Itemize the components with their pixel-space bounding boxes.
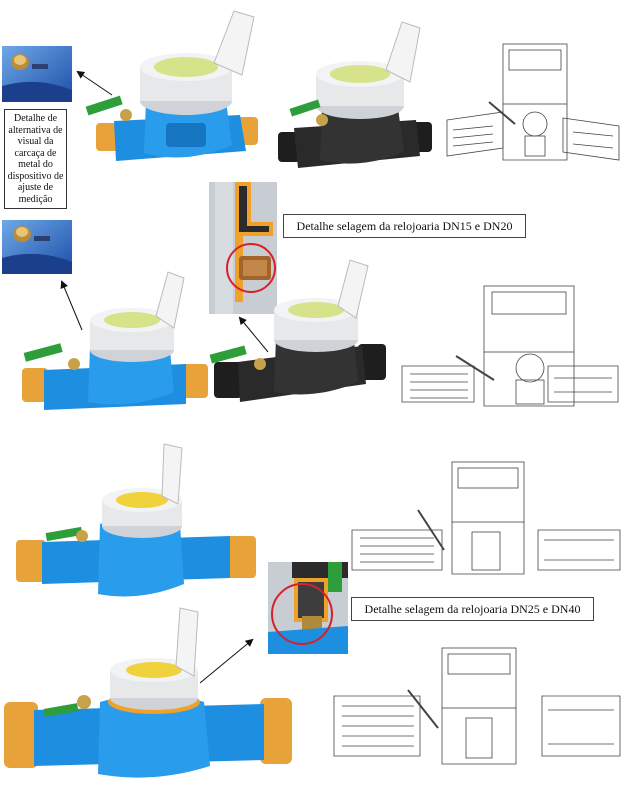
metal-casing-thumbnail-2 (2, 220, 72, 274)
seal-detail-dn25-dn40-image (268, 562, 348, 654)
meter-blue-dn20-image (22, 271, 208, 410)
meter-black-dn20-image (209, 259, 386, 402)
meter-section-drawing-4 (333, 647, 621, 765)
meter-blue-dn15-image (85, 10, 258, 161)
seal-detail-dn15-dn20-image (209, 182, 277, 314)
meter-blue-dn40-image (4, 607, 292, 778)
caption-sealing-dn15-dn20: Detalhe selagem da relojoaria DN15 e DN2… (283, 214, 526, 238)
meter-blue-dn25-image (16, 443, 256, 597)
caption-sealing-dn25-dn40: Detalhe selagem da relojoaria DN25 e DN4… (351, 597, 594, 621)
meter-black-dn15-image (278, 21, 432, 168)
meter-section-drawing-3 (351, 461, 621, 575)
metal-casing-note: Detalhe de alternativa de visual da carc… (4, 109, 67, 209)
meter-section-drawing-1 (446, 43, 620, 161)
metal-casing-thumbnail-1 (2, 46, 72, 102)
meter-section-drawing-2 (401, 285, 619, 407)
